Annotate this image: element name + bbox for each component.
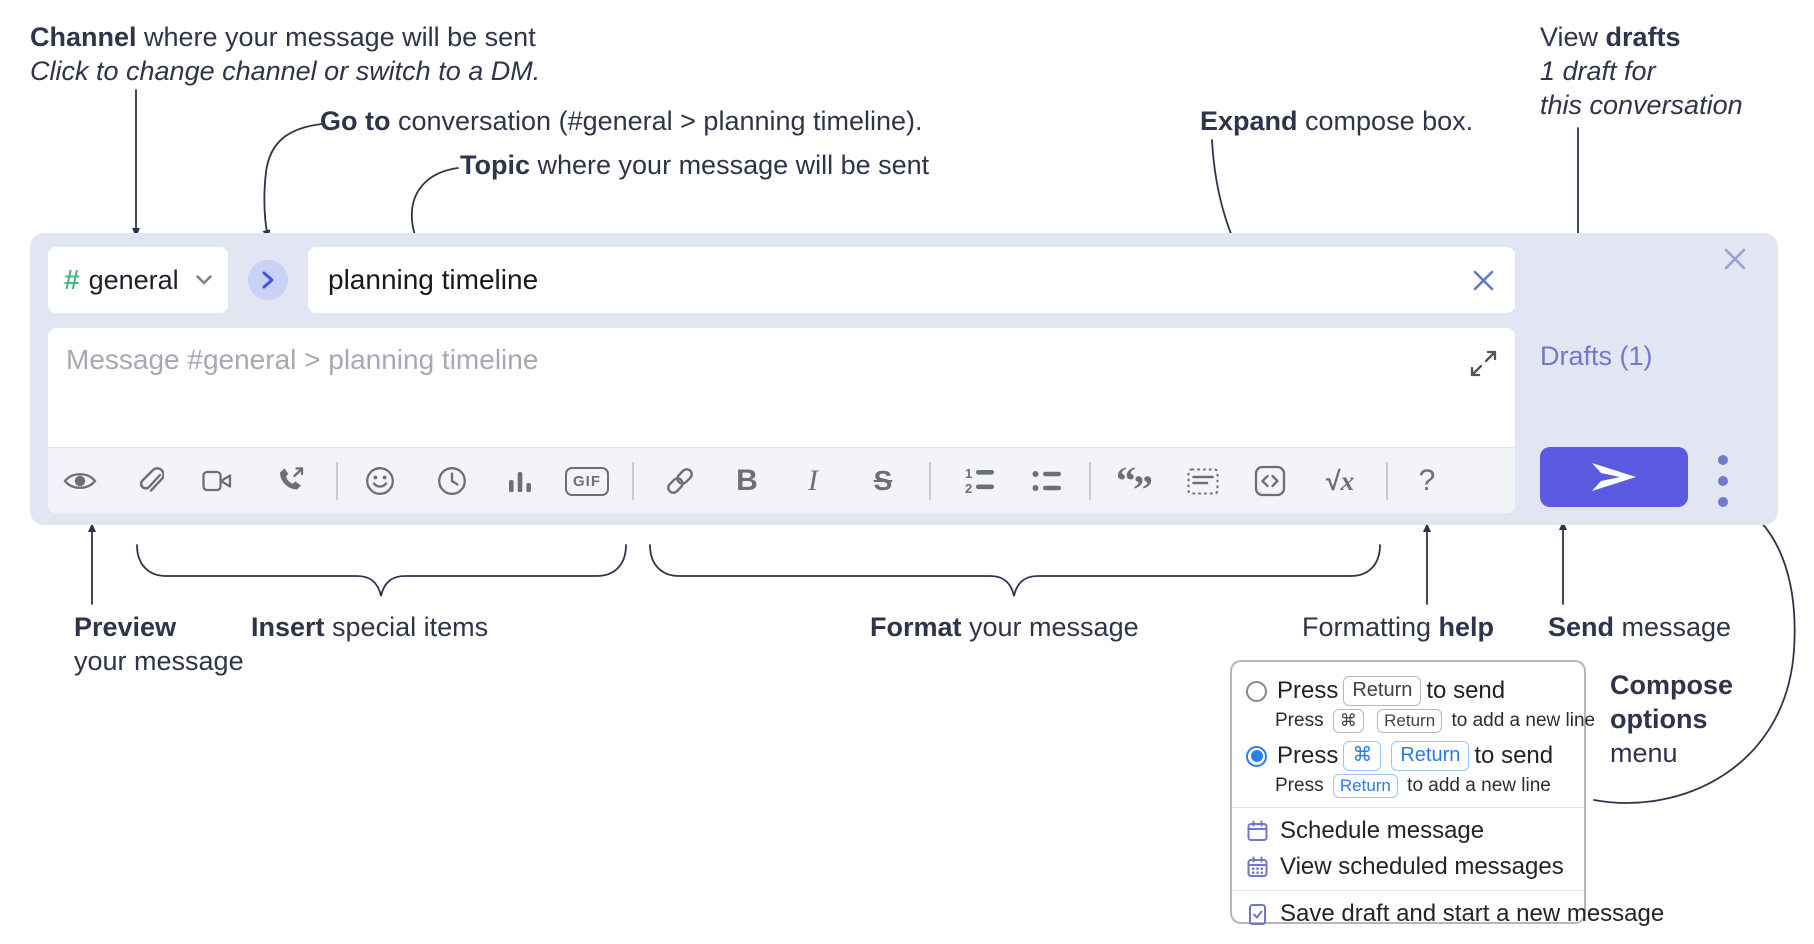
- annotation-compose-options: Compose options menu: [1610, 670, 1734, 768]
- annotation-formatting-help: Formatting help: [1302, 612, 1495, 642]
- svg-text:2: 2: [965, 481, 972, 495]
- preview-eye-icon[interactable]: [58, 448, 102, 514]
- quote-icon[interactable]: “”: [1116, 458, 1153, 512]
- video-call-icon[interactable]: [195, 448, 239, 514]
- annotation-topic: Topic where your message will be sent: [460, 150, 930, 180]
- radio-selected[interactable]: [1246, 745, 1267, 767]
- toolbar-separator: [1089, 462, 1091, 500]
- strikethrough-icon[interactable]: S: [873, 465, 893, 496]
- calendar-icon: [1247, 820, 1268, 841]
- clear-topic-icon[interactable]: [1472, 269, 1495, 292]
- return-keycap: Return: [1377, 709, 1443, 733]
- annotation-view-drafts: View drafts 1 draft for this conversatio…: [1540, 22, 1743, 120]
- channel-selector[interactable]: # general: [48, 247, 228, 313]
- attach-paperclip-icon[interactable]: [128, 448, 172, 514]
- voice-call-icon[interactable]: [268, 448, 312, 514]
- channel-hash-icon: #: [64, 264, 80, 295]
- popup-divider: [1232, 807, 1584, 808]
- menu-item-save-draft[interactable]: Save draft and start a new message: [1246, 900, 1664, 928]
- option-return-subtext: Press ⌘ Return to add a new line: [1275, 709, 1596, 733]
- chevron-down-icon: [196, 275, 212, 285]
- close-compose-icon[interactable]: [1722, 246, 1748, 272]
- annotation-send: Send message: [1548, 612, 1732, 642]
- menu-item-schedule-message[interactable]: Schedule message: [1246, 817, 1570, 845]
- save-draft-icon: [1249, 903, 1266, 925]
- annotation-preview: Preview your message: [74, 612, 244, 676]
- option-return-to-send[interactable]: Press Return to send: [1246, 676, 1570, 706]
- bulleted-list-icon[interactable]: [1025, 448, 1069, 514]
- annotation-go-to: Go to conversation (#general > planning …: [320, 106, 923, 136]
- topic-input[interactable]: planning timeline: [308, 247, 1515, 313]
- compose-options-menu-icon[interactable]: [1708, 455, 1738, 507]
- math-sqrt-icon[interactable]: √x: [1325, 465, 1355, 496]
- annotation-insert: Insert special items: [251, 612, 489, 642]
- expand-compose-icon[interactable]: [1470, 350, 1497, 377]
- compose-options-popup: Press Return to send Press ⌘ Return to a…: [1230, 660, 1664, 927]
- toolbar-separator: [336, 462, 338, 500]
- svg-text:1: 1: [965, 467, 972, 481]
- channel-name: general: [88, 264, 179, 295]
- toolbar-separator: [929, 462, 931, 500]
- message-area: Message #general > planning timeline: [48, 328, 1515, 513]
- spoiler-icon[interactable]: [1181, 448, 1225, 514]
- gif-icon[interactable]: GIF: [561, 448, 613, 514]
- return-keycap: Return: [1391, 741, 1470, 771]
- cmd-keycap: ⌘: [1343, 741, 1382, 771]
- bold-icon[interactable]: B: [736, 464, 758, 497]
- drafts-link[interactable]: Drafts (1): [1540, 341, 1653, 371]
- compose-box: # general planning timeline Message #gen…: [30, 233, 1778, 525]
- toolbar-separator: [632, 462, 634, 500]
- topic-value: planning timeline: [328, 264, 539, 295]
- send-plane-icon: [1592, 463, 1636, 491]
- option-cmd-return-subtext: Press Return to add a new line: [1275, 774, 1551, 798]
- emoji-smiley-icon[interactable]: [358, 448, 402, 514]
- annotation-expand: Expand compose box.: [1200, 106, 1474, 136]
- option-cmd-return-to-send[interactable]: Press ⌘ Return to send: [1246, 741, 1570, 771]
- link-icon[interactable]: [658, 448, 702, 514]
- send-button[interactable]: [1540, 447, 1688, 507]
- cmd-keycap: ⌘: [1332, 709, 1364, 733]
- popup-divider: [1232, 890, 1584, 891]
- poll-chart-icon[interactable]: [498, 448, 542, 514]
- return-keycap: Return: [1343, 676, 1422, 706]
- formatting-help-icon[interactable]: ?: [1418, 464, 1436, 497]
- time-clock-icon[interactable]: [430, 448, 474, 514]
- italic-icon[interactable]: I: [808, 464, 818, 497]
- message-input[interactable]: Message #general > planning timeline: [66, 344, 539, 375]
- code-icon[interactable]: [1248, 448, 1292, 514]
- annotation-format: Format your message: [870, 612, 1139, 642]
- toolbar-separator: [1386, 462, 1388, 500]
- go-to-conversation-button[interactable]: [248, 260, 288, 300]
- return-keycap: Return: [1332, 774, 1398, 798]
- chevron-right-icon: [262, 271, 274, 289]
- annotation-channel: Channel where your message will be sent …: [30, 22, 541, 86]
- menu-item-view-scheduled[interactable]: View scheduled messages: [1246, 853, 1570, 881]
- radio-unselected[interactable]: [1246, 680, 1267, 702]
- calendar-grid-icon: [1247, 856, 1268, 877]
